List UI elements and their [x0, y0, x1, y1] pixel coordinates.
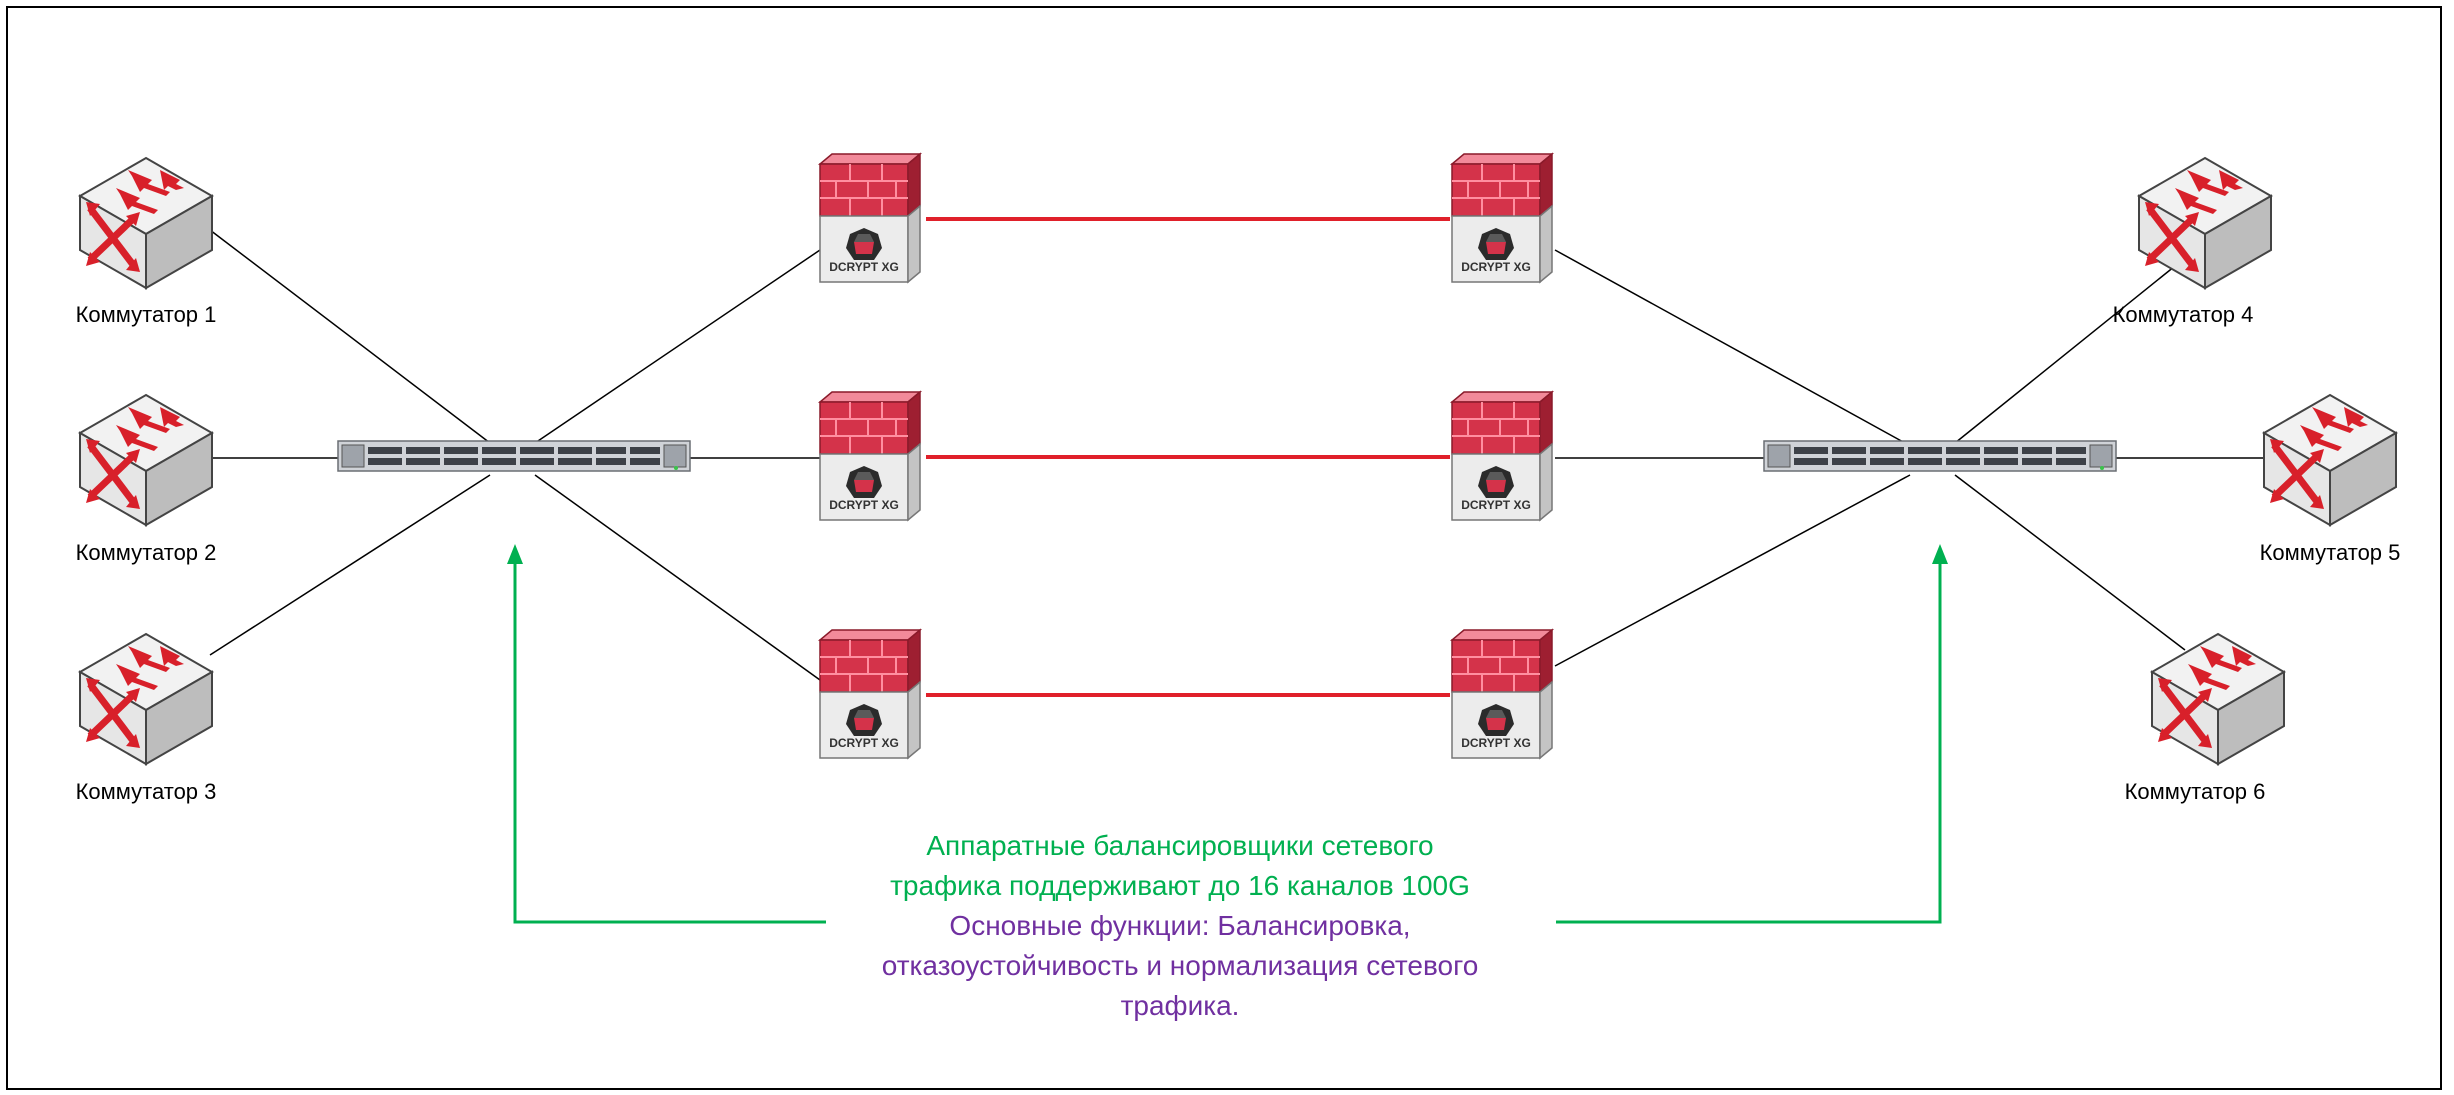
switch-5 [2264, 395, 2396, 525]
diagram-frame [6, 6, 2442, 1090]
balancer-note: Аппаратные балансировщики сетевого трафи… [840, 826, 1520, 1026]
note-purple-line-1: Основные функции: Балансировка, [949, 910, 1411, 941]
note-purple-line-2: отказоустойчивость и нормализация сетево… [881, 950, 1479, 981]
encryptor-right-1: DCRYPT XG [1451, 153, 1553, 283]
network-switch-icon [2139, 158, 2271, 288]
network-switch-icon [2152, 634, 2284, 764]
switch-1 [80, 158, 212, 288]
arrow-to-left-balancer [513, 556, 826, 924]
load-balancer-left [337, 440, 691, 472]
links-left-balancer-encryptors [534, 249, 821, 681]
links-right-encryptors-balancer [1554, 249, 1911, 667]
links-right-balancer-switches [1954, 261, 2270, 651]
switch-4 [2139, 158, 2271, 288]
note-green-line-2: трафика поддерживают до 16 каналов 100G [890, 870, 1470, 901]
load-balancer-right [1763, 440, 2117, 472]
encryptor-label: DCRYPT XG [1461, 736, 1531, 750]
switch-6-label: Коммутатор 6 [2125, 779, 2266, 804]
links-left-switches [209, 229, 491, 656]
network-switch-icon [80, 158, 212, 288]
switch-2 [80, 395, 212, 525]
arrow-to-right-balancer [1556, 556, 1942, 924]
network-switch-icon [2264, 395, 2396, 525]
load-balancer-icon [1763, 440, 2117, 472]
encryptor-left-3: DCRYPT XG [819, 629, 921, 759]
encryptor-right-2: DCRYPT XG [1451, 391, 1553, 521]
switch-4-label: Коммутатор 4 [2113, 302, 2254, 327]
note-purple-line-3: трафика. [1120, 990, 1240, 1021]
switch-5-label: Коммутатор 5 [2260, 540, 2401, 565]
encryptor-label: DCRYPT XG [829, 260, 899, 274]
encryptor-left-1: DCRYPT XG [819, 153, 921, 283]
encryptor-right-3: DCRYPT XG [1451, 629, 1553, 759]
encryptor-label: DCRYPT XG [829, 498, 899, 512]
switch-1-label: Коммутатор 1 [76, 302, 217, 327]
switch-2-label: Коммутатор 2 [76, 540, 217, 565]
encryptor-label: DCRYPT XG [1461, 260, 1531, 274]
network-switch-icon [80, 395, 212, 525]
network-switch-icon [80, 634, 212, 764]
encrypted-links [926, 217, 1450, 697]
encryptor-label: DCRYPT XG [1461, 498, 1531, 512]
note-green-line-1: Аппаратные балансировщики сетевого [926, 830, 1434, 861]
encryptor-label: DCRYPT XG [829, 736, 899, 750]
load-balancer-icon [337, 440, 691, 472]
encryptor-left-2: DCRYPT XG [819, 391, 921, 521]
switch-6 [2152, 634, 2284, 764]
switch-3-label: Коммутатор 3 [76, 779, 217, 804]
switch-3 [80, 634, 212, 764]
note-arrows [507, 544, 1948, 924]
